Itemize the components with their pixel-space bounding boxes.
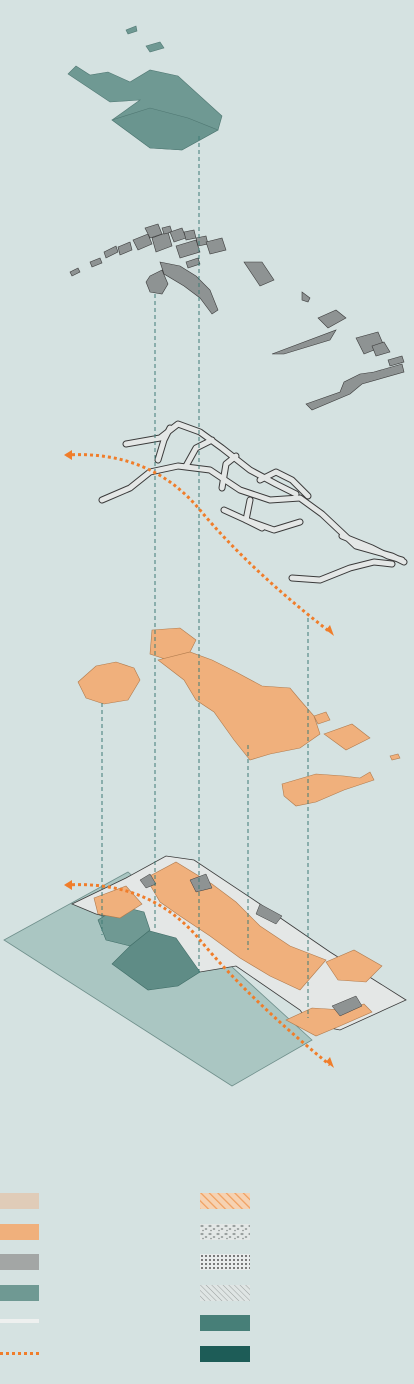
teal-swatch-icon bbox=[0, 1284, 39, 1301]
flow-arrow bbox=[65, 883, 331, 1067]
orange-parcel bbox=[145, 861, 327, 991]
darkest-teal-swatch-icon bbox=[200, 1345, 250, 1362]
layer-orange-parcels bbox=[77, 627, 401, 807]
orange-parcel bbox=[157, 651, 321, 761]
orange-dotted-line-swatch-icon bbox=[0, 1351, 39, 1355]
grey-swatch-icon bbox=[0, 1254, 39, 1270]
orange-parcel bbox=[313, 711, 331, 725]
orange-dotted-arrows bbox=[65, 453, 331, 1067]
arrowheads bbox=[64, 450, 334, 1068]
layer-base-plane bbox=[3, 855, 407, 1087]
teal-parcel bbox=[145, 41, 165, 53]
orange-parcel bbox=[323, 723, 371, 751]
grey-gravel-swatch-icon bbox=[200, 1223, 250, 1240]
layer-grey-buildings bbox=[69, 223, 405, 411]
teal-parcel bbox=[125, 25, 138, 35]
grey-hatch-swatch-icon bbox=[200, 1284, 250, 1301]
layer-teal-areas bbox=[67, 25, 223, 151]
orange-parcel bbox=[77, 661, 141, 705]
orange-parcel bbox=[389, 753, 401, 761]
dashed-connectors bbox=[101, 136, 309, 1018]
orange-parcel bbox=[281, 771, 375, 807]
white-line-swatch-icon bbox=[0, 1319, 39, 1323]
orange-hatch-swatch-icon bbox=[200, 1193, 250, 1209]
black-dots-swatch-icon bbox=[200, 1254, 250, 1270]
teal-parcel bbox=[111, 107, 219, 151]
dark-teal-swatch-icon bbox=[200, 1315, 250, 1331]
layer-road-network bbox=[98, 420, 408, 584]
orange-parcel bbox=[325, 949, 383, 983]
light-tan-swatch-icon bbox=[0, 1193, 39, 1209]
flow-arrow bbox=[65, 453, 331, 634]
orange-swatch-icon bbox=[0, 1223, 39, 1240]
